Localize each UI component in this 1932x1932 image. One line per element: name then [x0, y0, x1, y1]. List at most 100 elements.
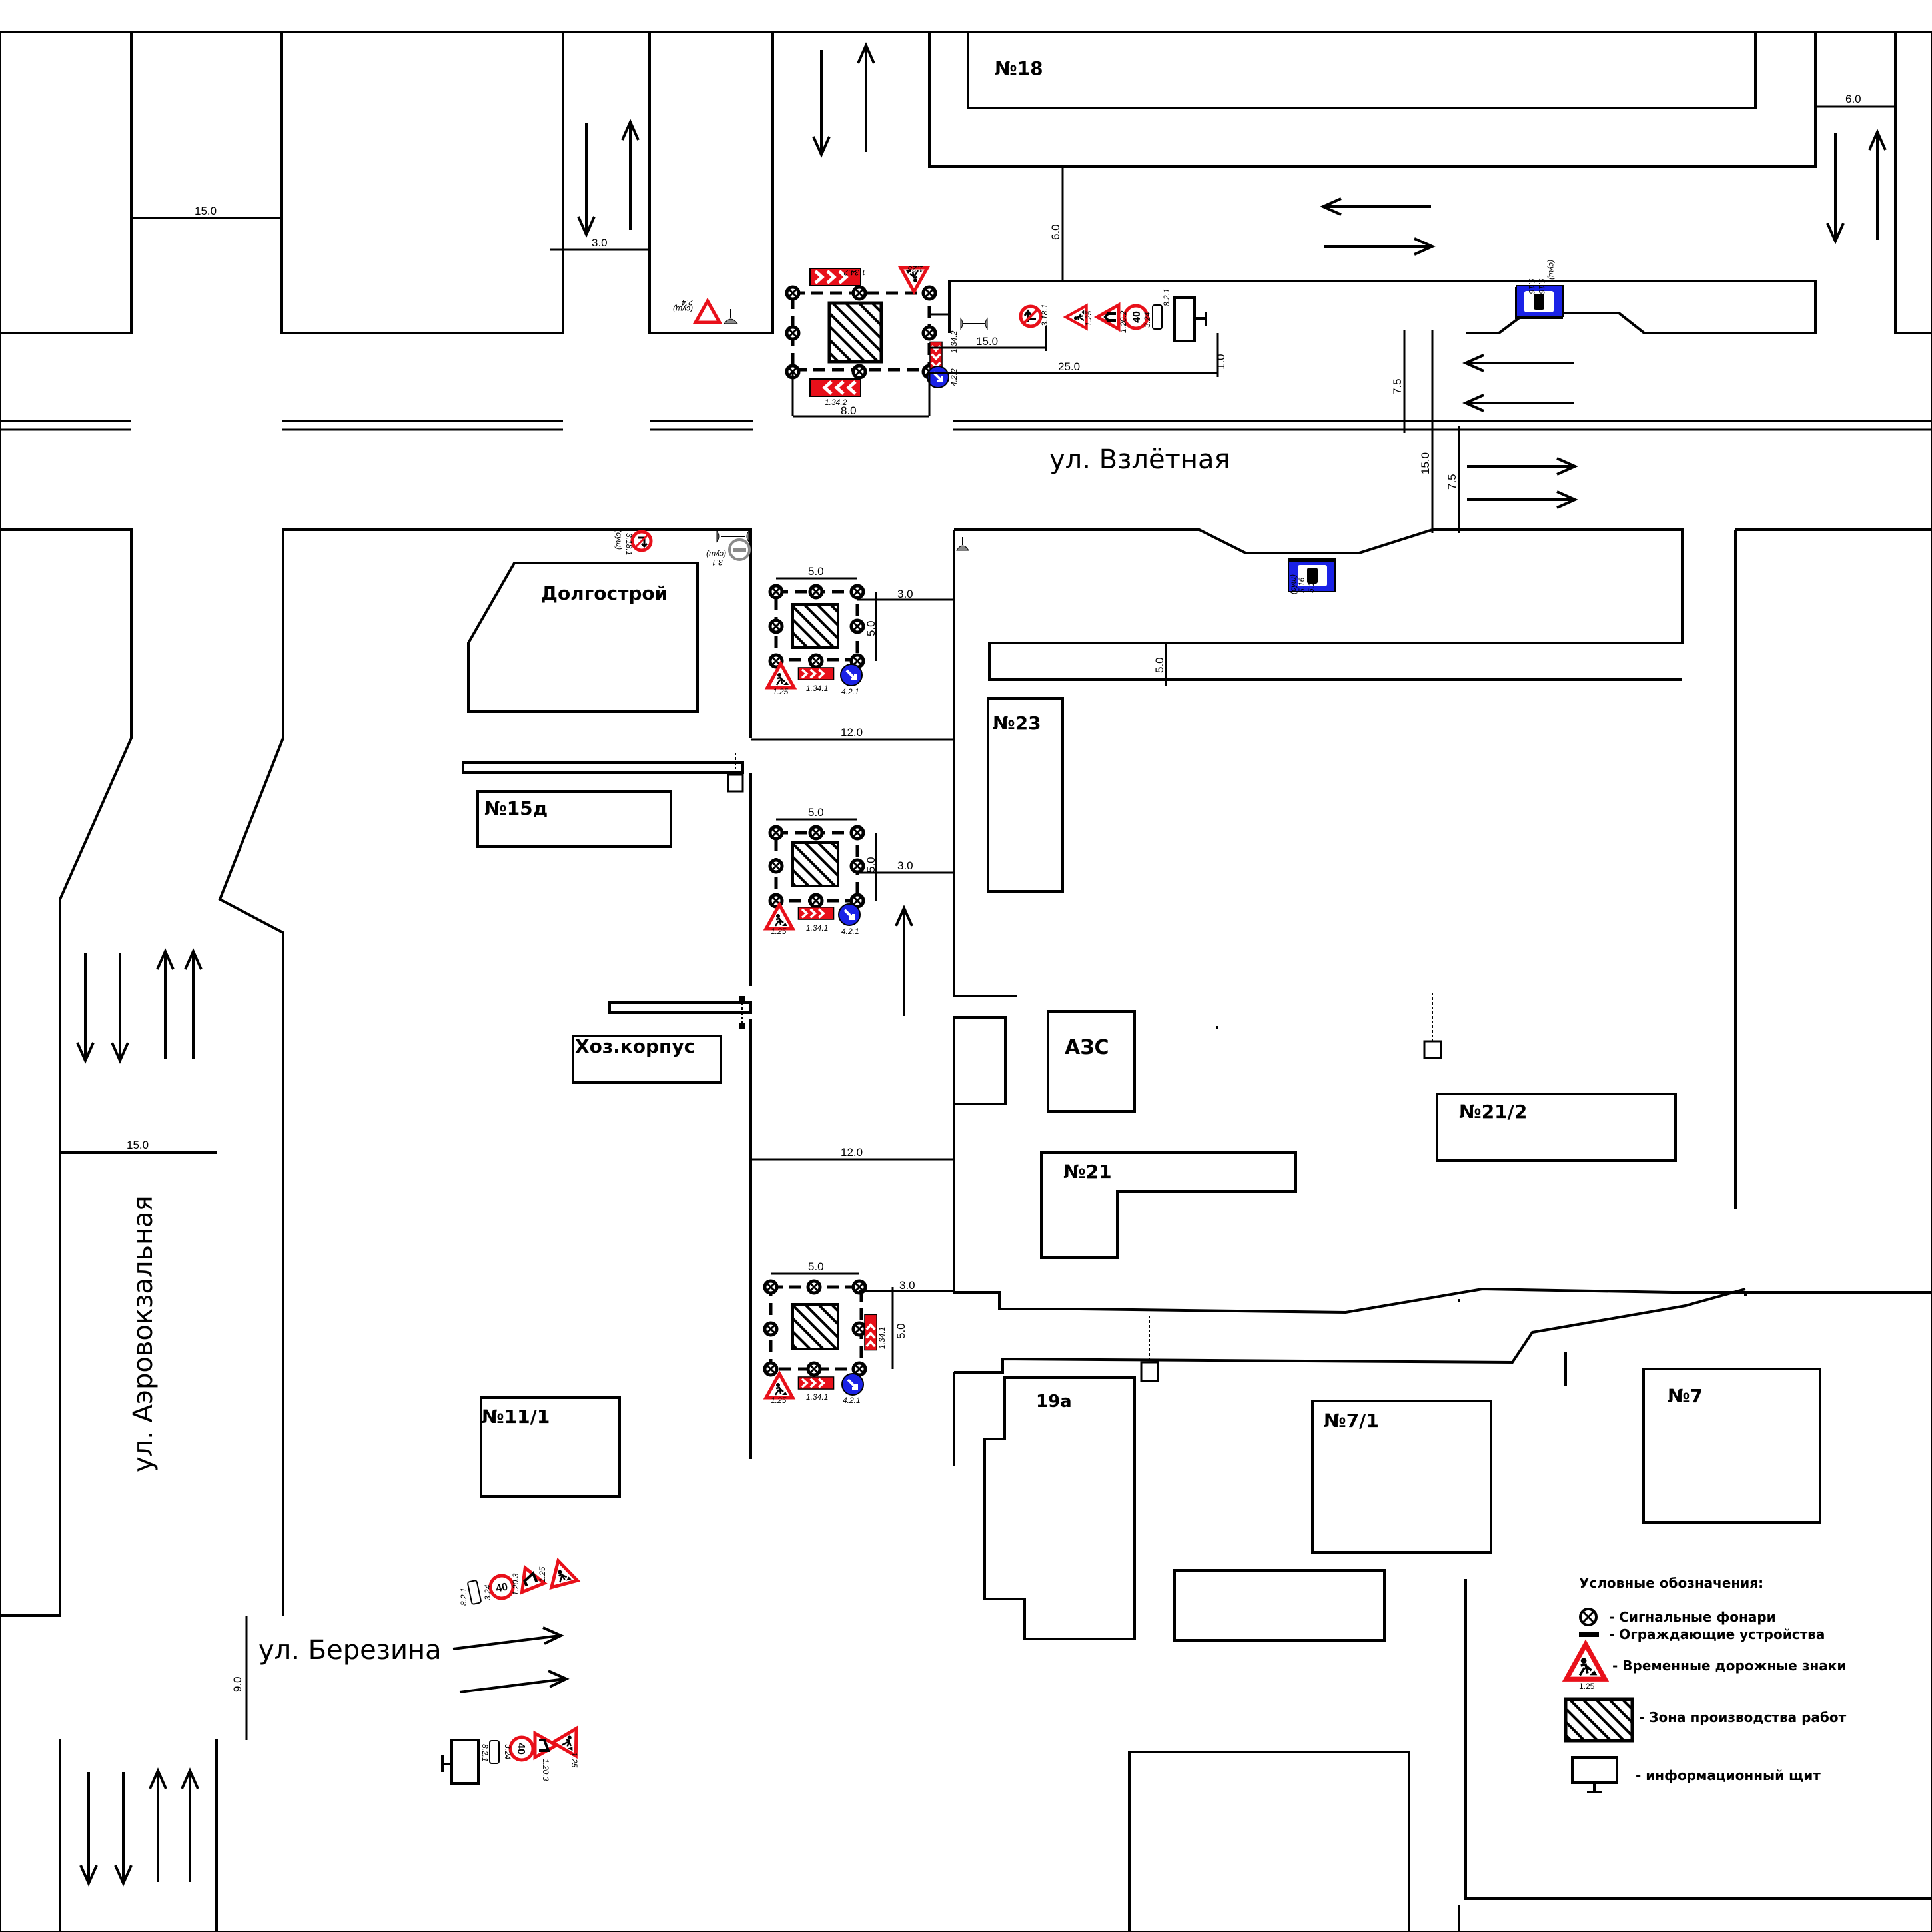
north-blocks	[0, 31, 1932, 334]
sign-code-3-1: 3.1	[712, 558, 723, 567]
info-board-icon	[1571, 1756, 1618, 1793]
bus-mid-code-1: 5.16	[1297, 577, 1306, 593]
street-label-berezina: ул. Березина	[258, 1635, 442, 1666]
street-label-aerovokzalnaya: ул. Аэровокзальная	[128, 1195, 159, 1472]
building-n11-1	[480, 1396, 621, 1498]
z1-dim-w: 5.0	[808, 565, 824, 578]
bz-bot-code-1-25: 1.25	[570, 1752, 579, 1768]
z2-code-4-2-1: 4.2.1	[841, 927, 859, 936]
z2-dim-h: 5.0	[865, 857, 877, 873]
top-zone-sign-row	[960, 296, 1207, 342]
legend-label-signs: - Временные дорожные знаки	[1612, 1658, 1846, 1674]
z3-code-4-2-1: 4.2.1	[843, 1396, 861, 1405]
bus-top-code-2: 5.16	[1537, 278, 1546, 294]
z1-dim-h: 5.0	[865, 620, 877, 636]
bz-top-code-3-24: 3.24	[483, 1584, 492, 1600]
z1-code-4-2-1: 4.2.1	[841, 687, 859, 696]
dim-6-n18: 6.0	[1049, 224, 1062, 240]
legend-label-barriers: - Ограждающие устройства	[1609, 1626, 1825, 1642]
signal-lamp-icon	[1579, 1608, 1598, 1626]
fence-strip-hoz	[608, 1001, 752, 1014]
z1-code-1-34-1: 1.34.1	[806, 684, 828, 693]
sign-code-3-18-1: 3.18.1	[1040, 304, 1049, 326]
dim-7-5-b: 7.5	[1446, 474, 1458, 490]
sign-code-4-2-2: 4.2.2	[949, 368, 959, 386]
dim-5-bay: 5.0	[1153, 657, 1166, 673]
bz-top-code-1-25: 1.25	[538, 1566, 547, 1582]
info-boards-small	[727, 753, 1442, 1382]
building-n21	[1040, 1151, 1297, 1259]
legend-label-lamps: - Сигнальные фонари	[1609, 1609, 1776, 1625]
work-zone-3	[765, 1272, 954, 1398]
z3-code-1-25: 1.25	[771, 1396, 787, 1405]
dim-15-sign: 15.0	[976, 335, 998, 348]
building-label-n7: №7	[1668, 1385, 1703, 1407]
sign-note-2-4: (сущ)	[673, 304, 693, 314]
traffic-arrows-north	[577, 42, 1887, 509]
fence-strip-15d	[462, 761, 744, 774]
sign-code-3-24: 3.24	[1143, 312, 1152, 328]
no-turn-sign-icon	[1019, 304, 1043, 328]
work-zone-top	[787, 268, 1219, 418]
building-label-dolgostroy: Долгострой	[541, 582, 668, 604]
bz-bot-code-8-2-1: 8.2.1	[480, 1744, 490, 1762]
building-label-n21: №21	[1063, 1161, 1112, 1183]
narrowing-sign-icon	[1093, 302, 1121, 332]
dim-6-right: 6.0	[1845, 93, 1861, 105]
berezina-road	[245, 1616, 570, 1740]
work-zone-hatch	[827, 301, 883, 364]
legend-label-work-zone: - Зона производства работ	[1639, 1709, 1847, 1725]
building-label-hoz-korpus: Хоз.корпус	[575, 1035, 695, 1057]
building-label-n15d: №15д	[484, 797, 548, 819]
legend: Условные обозначения: - Сигнальные фонар…	[1564, 1575, 1847, 1793]
vzletnaya-centerline	[0, 420, 1932, 431]
lamp-pole-icon	[724, 309, 738, 324]
building-n7	[1642, 1368, 1821, 1524]
temp-road-sign-icon	[1566, 1644, 1605, 1679]
building-label-azs: АЗС	[1065, 1036, 1109, 1059]
distance-plate-icon	[1152, 304, 1163, 330]
building-n21-2	[1436, 1093, 1677, 1162]
building-label-19a: 19а	[1036, 1392, 1072, 1412]
bus-mid-code-2: 5.16	[1306, 577, 1316, 593]
street-label-vzletnaya: ул. Взлётная	[1049, 444, 1230, 475]
building-bottom	[1128, 1751, 1410, 1932]
dim-15-top: 15.0	[195, 205, 217, 217]
bz-bot-code-1-20-3: 1.20.3	[541, 1759, 550, 1781]
bz-top-code-8-2-1: 8.2.1	[459, 1588, 468, 1606]
sign-code-1-34-2-side: 1.34.2	[949, 330, 959, 353]
dim-12-b: 12.0	[841, 1146, 863, 1159]
legend-title: Условные обозначения:	[1579, 1575, 1763, 1591]
work-zone-icon	[1564, 1697, 1634, 1743]
building-label-n7-1: №7/1	[1324, 1410, 1379, 1432]
sign-code-1-25: 1.25	[1084, 310, 1093, 326]
z3-dim-h: 5.0	[895, 1323, 907, 1339]
dim-12-a: 12.0	[841, 726, 863, 739]
info-board-berezina	[450, 1739, 480, 1785]
dim-1: 1.0	[1214, 354, 1227, 370]
z2-dim-off: 3.0	[897, 859, 913, 872]
sign-note-3-1: (сущ)	[706, 550, 726, 559]
berezina-bottom-signs	[441, 1722, 588, 1785]
north-dimensions	[131, 105, 1895, 533]
sign-note-3-18-1-mid: (сущ)	[614, 530, 624, 550]
dim-8: 8.0	[841, 404, 857, 417]
building-19a	[983, 1376, 1136, 1640]
building-label-n23: №23	[993, 712, 1041, 734]
lamp-pole-icon-2	[956, 537, 969, 551]
legend-label-info-board: - информационный щит	[1636, 1767, 1821, 1783]
dim-9: 9.0	[231, 1676, 244, 1692]
dim-3-top: 3.0	[592, 237, 608, 249]
dim-15-left: 15.0	[127, 1139, 149, 1151]
south-blocks	[0, 528, 1932, 1932]
z3-code-1-34-1-side: 1.34.1	[877, 1327, 887, 1349]
building-label-n21-2: №21/2	[1459, 1101, 1527, 1123]
building-dolgostroy	[467, 562, 699, 713]
sign-code-2-4: 2.4	[682, 298, 694, 307]
z2-code-1-25: 1.25	[771, 927, 787, 936]
z3-dim-off: 3.0	[899, 1279, 915, 1292]
building-label-n11-1: №11/1	[482, 1406, 550, 1428]
building-azs	[1047, 1010, 1136, 1113]
aerovokzalnaya-arrows	[60, 948, 217, 1887]
